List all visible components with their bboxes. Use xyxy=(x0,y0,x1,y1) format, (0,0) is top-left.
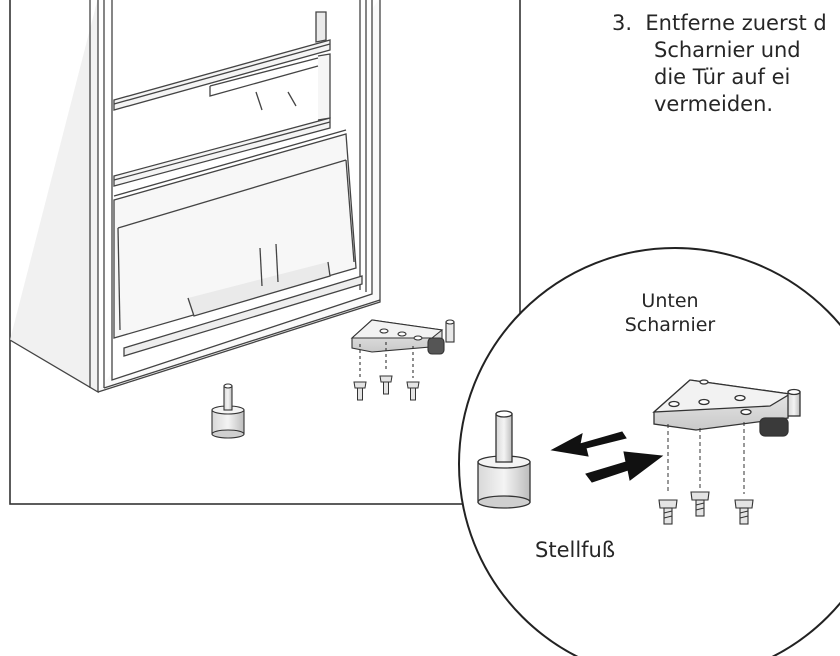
instruction-line-1: 3. Entferne zuerst d xyxy=(612,10,827,37)
hinge-screws-large xyxy=(658,491,754,525)
bottom-hinge-label-line-1: Unten xyxy=(641,290,699,312)
fridge-shelves xyxy=(113,11,363,357)
instruction-line-2: Scharnier und xyxy=(654,38,801,62)
bottom-hinge-small xyxy=(350,319,455,378)
leveling-foot-large xyxy=(477,410,531,509)
instruction-text: 3. Entferne zuerst d Scharnier und die T… xyxy=(612,10,827,118)
step-number: 3. xyxy=(612,11,633,35)
hinge-screws-small xyxy=(353,375,420,401)
leveling-foot-small xyxy=(211,383,245,439)
swap-arrows xyxy=(550,431,664,483)
bottom-hinge-large xyxy=(652,379,801,494)
instruction-line-1-text: Entferne zuerst d xyxy=(645,11,827,35)
magnified-circle xyxy=(458,247,840,656)
leveling-foot-label: Stellfuß xyxy=(535,538,616,562)
bottom-hinge-label: Unten Scharnier xyxy=(610,289,730,337)
instruction-line-3: die Tür auf ei xyxy=(654,65,791,89)
bottom-hinge-label-line-2: Scharnier xyxy=(624,314,716,336)
instruction-line-4: vermeiden. xyxy=(654,92,774,116)
